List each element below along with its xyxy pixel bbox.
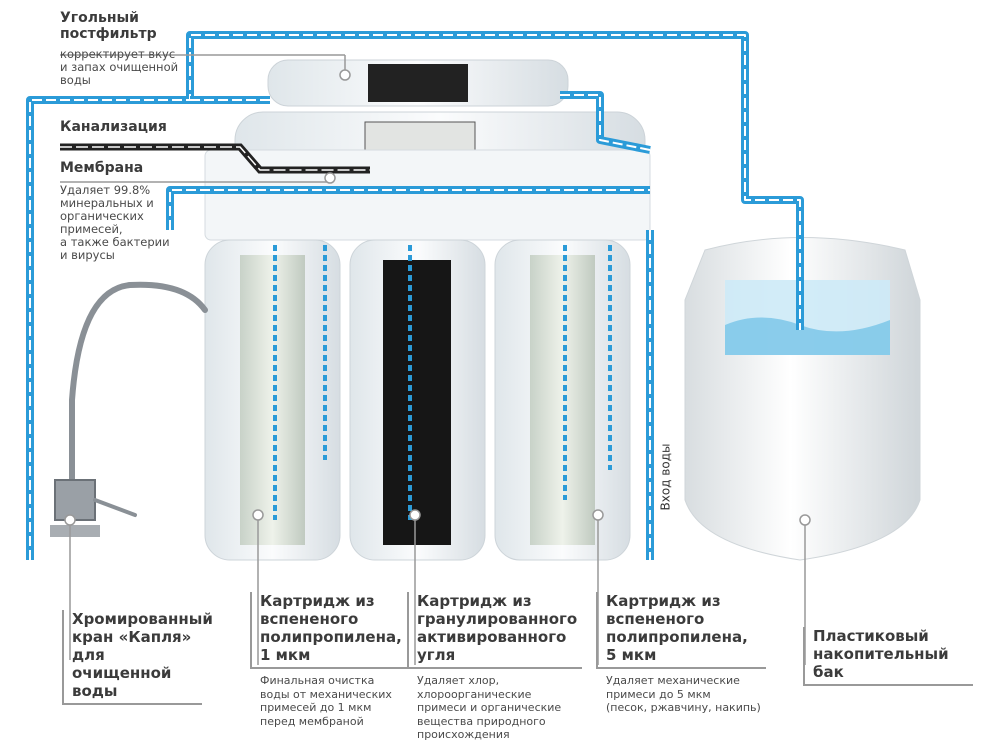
desc-line: (песок, ржавчину, накипь) [606,701,761,714]
title-line: вспененого [260,610,359,628]
desc-line: и запах очищенной [60,60,179,74]
title-line: Хромированный [72,610,213,628]
desc-line: примесей, [60,222,123,236]
tank-label: Пластиковый накопительный бак [803,627,973,686]
title-line: Угольный [60,10,139,26]
desc-line: воды от механических [260,687,392,701]
title-line: гранулированного [417,610,578,628]
title-line: вспененого [606,610,705,628]
title-line: полипропилена, [606,628,748,646]
title-line: Картридж из [260,592,375,610]
cartridge-5mkm-label: Картридж из вспененого полипропилена, 5 … [596,592,766,715]
desc-line: Удаляет 99.8% [60,183,151,197]
cartridge-5mkm-desc: Удаляет механические примеси до 5 мкм (п… [606,674,766,715]
title-line: очищенной воды [72,664,172,700]
housing-5mkm [494,239,631,561]
title-line: Пластиковый [813,627,929,645]
desc-line: перед мембраной [260,714,364,728]
desc-line: воды [60,73,91,87]
desc-line: а также бактерии [60,235,170,249]
water-inlet-label: Вход воды [658,443,673,511]
desc-line: происхождения [417,728,510,741]
title-line: Картридж из [417,592,532,610]
postfilter-desc: корректирует вкус и запах очищенной воды [60,48,290,87]
desc-line: Финальная очистка [260,674,375,687]
chrome-faucet [50,281,208,537]
desc-line: минеральных и [60,196,154,210]
title-line: Картридж из [606,592,721,610]
membrane-label: Мембрана Удаляет 99.8% минеральных и орг… [60,160,220,262]
cartridge-1mkm-title: Картридж из вспененого полипропилена, 1 … [250,592,410,669]
marker-dots [64,69,811,526]
cartridge-carbon-desc: Удаляет хлор, хлороорганические примеси … [417,674,582,742]
title-line: полипропилена, [260,628,402,646]
carbon-postfilter [267,59,569,107]
title-line: постфильтр [60,26,157,42]
cartridge-carbon-title: Картридж из гранулированного активирован… [407,592,582,669]
leader-lines [60,54,806,665]
housing-1mkm [204,239,341,561]
title-line: активированного [417,628,567,646]
desc-line: вещества природного [417,714,546,728]
desc-line: хлороорганические [417,687,532,701]
cartridge-1mkm-label: Картридж из вспененого полипропилена, 1 … [250,592,410,728]
desc-line: примесей до 1 мкм [260,701,372,714]
title-line: кран «Капля» для [72,628,192,664]
title-line: угля [417,646,456,664]
housing-carbon [349,239,486,561]
desc-line: примеси до 5 мкм [606,687,711,701]
faucet-label: Хромированный кран «Капля» для очищенной… [62,610,213,705]
cartridge-1mkm-desc: Финальная очистка воды от механических п… [260,674,410,728]
desc-line: органических [60,209,144,223]
title-line: 1 мкм [260,646,311,664]
membrane-title: Мембрана [60,160,144,176]
desc-line: примеси и органические [417,701,562,714]
drain-pipe [60,143,370,174]
desc-line: Удаляет механические [606,674,740,687]
cartridge-5mkm-title: Картридж из вспененого полипропилена, 5 … [596,592,766,669]
drain-label: Канализация [60,119,167,135]
storage-tank [684,237,921,561]
desc-line: Удаляет хлор, [417,674,500,687]
desc-line: корректирует вкус [60,47,176,61]
cartridge-carbon-label: Картридж из гранулированного активирован… [407,592,582,742]
filter-head-block [204,149,651,241]
title-line: 5 мкм [606,646,657,664]
desc-line: и вирусы [60,248,115,262]
membrane-desc: Удаляет 99.8% минеральных и органических… [60,184,220,262]
title-line: накопительный бак [813,645,949,681]
